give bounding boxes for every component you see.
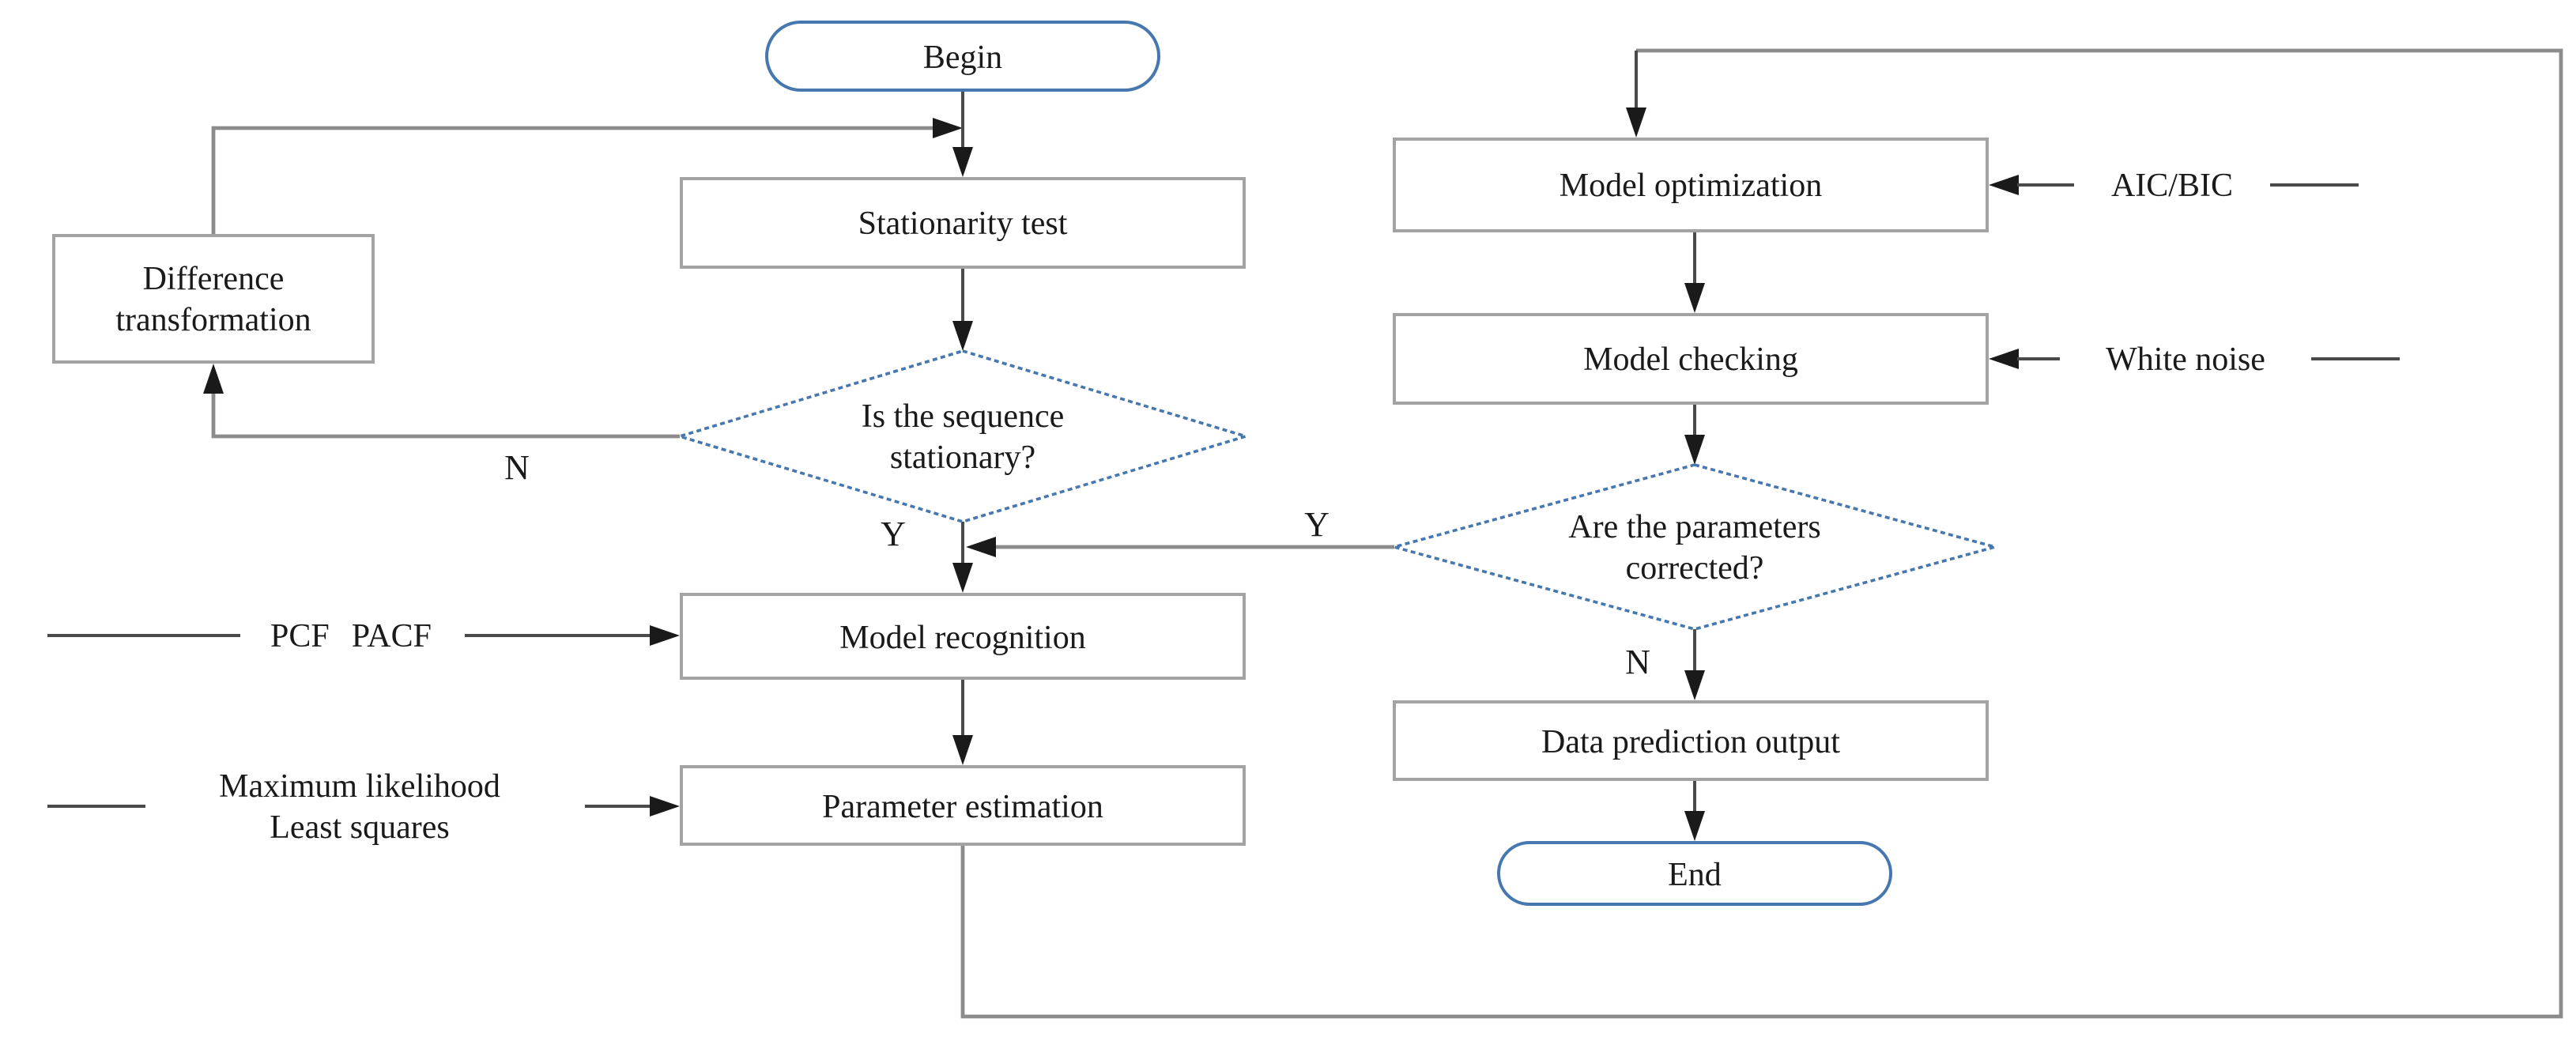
node-parameter-estimation: Parameter estimation <box>680 765 1246 846</box>
input-line-max-likelihood <box>47 796 680 817</box>
annotation-max-likelihood: Maximum likelihood Least squares <box>150 764 569 849</box>
node-data-prediction-label: Data prediction output <box>1541 722 1840 760</box>
annotation-aic-bic: AIC/BIC <box>2074 163 2270 207</box>
node-begin: Begin <box>765 21 1160 92</box>
node-stationarity-test: Stationarity test <box>680 177 1246 269</box>
decision-diamond-stationary <box>674 349 1251 523</box>
annotation-pcf: PCF <box>270 617 330 654</box>
annotation-white-noise-label: White noise <box>2106 340 2265 378</box>
annotation-aic-bic-label: AIC/BIC <box>2110 166 2233 204</box>
arrow-optimization-to-checking <box>1684 232 1705 313</box>
node-model-recognition: Model recognition <box>680 593 1246 680</box>
decision-diamond-parameters <box>1389 463 2001 631</box>
node-difference-line1: Difference <box>142 259 285 297</box>
node-data-prediction-output: Data prediction output <box>1393 700 1989 781</box>
branch-label-yes-corrected: Y <box>1285 503 1348 547</box>
arrow-prediction-to-end <box>1684 781 1705 841</box>
feedback-loop-parameter-to-optimization <box>960 48 2563 1019</box>
input-line-pcf-pacf <box>47 625 680 646</box>
branch-no-stationary-text: N <box>504 447 530 487</box>
arrow-diamond-to-data-prediction <box>1684 629 1705 700</box>
node-end: End <box>1497 841 1892 906</box>
arrow-checking-to-diamond <box>1684 405 1705 465</box>
node-end-label: End <box>1668 854 1722 892</box>
node-parameter-estimation-label: Parameter estimation <box>822 786 1103 824</box>
node-model-checking-label: Model checking <box>1583 340 1798 378</box>
node-model-recognition-label: Model recognition <box>839 617 1086 655</box>
arrow-begin-to-stationarity <box>952 92 973 177</box>
input-line-aic-bic <box>1989 175 2359 195</box>
branch-yes-stationary-text: Y <box>881 514 906 553</box>
node-begin-label: Begin <box>922 37 1003 75</box>
annotation-max-likelihood-line2: Least squares <box>270 808 450 846</box>
input-line-white-noise <box>1989 349 2400 369</box>
annotation-pacf: PACF <box>351 617 432 654</box>
node-model-optimization: Model optimization <box>1393 138 1989 232</box>
node-difference-line2: transformation <box>115 300 311 338</box>
loop-no-to-difference-transformation <box>203 118 963 439</box>
node-model-optimization-label: Model optimization <box>1559 166 1823 204</box>
node-difference-transformation: Difference transformation <box>52 234 375 364</box>
annotation-pcf-pacf: PCF PACF <box>237 613 465 658</box>
arrow-diamond-to-model-recognition <box>952 522 973 593</box>
annotation-white-noise: White noise <box>2060 337 2311 381</box>
arrow-recognition-to-estimation <box>952 680 973 765</box>
arrow-stationarity-to-diamond <box>952 269 973 351</box>
node-model-checking: Model checking <box>1393 313 1989 405</box>
branch-label-no-stationary: N <box>479 446 555 490</box>
branch-label-no-corrected: N <box>1600 640 1676 685</box>
node-stationarity-test-label: Stationarity test <box>858 204 1068 242</box>
feedback-yes-corrected-line <box>966 537 1394 557</box>
annotation-max-likelihood-line1: Maximum likelihood <box>219 767 500 805</box>
branch-no-corrected-text: N <box>1625 642 1650 681</box>
branch-label-yes-stationary: Y <box>862 512 925 556</box>
branch-yes-corrected-text: Y <box>1304 504 1329 544</box>
